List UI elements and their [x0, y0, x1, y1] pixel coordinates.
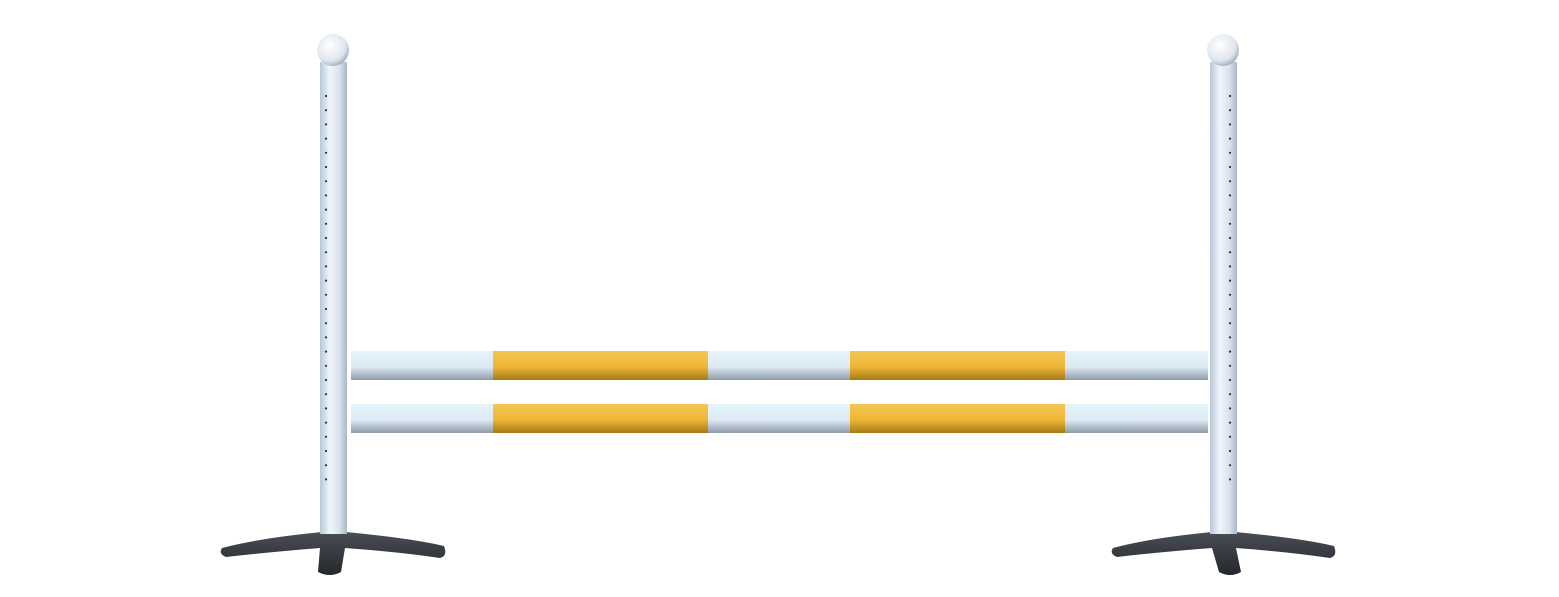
- post-hole: [1228, 435, 1232, 438]
- rail-segment-yellow: [493, 404, 708, 433]
- post-hole: [1228, 165, 1232, 169]
- post-hole: [324, 350, 328, 353]
- post-hole: [1228, 94, 1232, 98]
- post-hole: [324, 208, 328, 211]
- post-hole: [324, 137, 328, 140]
- post-hole: [1228, 478, 1232, 481]
- post-hole: [1228, 464, 1232, 467]
- post-hole: [324, 378, 328, 382]
- post-hole: [1228, 322, 1232, 325]
- post-hole: [324, 251, 328, 254]
- post-hole: [324, 464, 328, 467]
- left-post: [320, 62, 347, 534]
- post-hole: [1228, 109, 1232, 112]
- post-hole: [1228, 421, 1232, 424]
- post-hole: [324, 322, 328, 325]
- left-post-holes: [324, 94, 328, 481]
- post-hole: [1228, 293, 1232, 296]
- post-hole: [1228, 350, 1232, 353]
- post-hole: [1228, 251, 1232, 254]
- post-hole: [324, 94, 328, 98]
- post-hole: [1228, 222, 1232, 225]
- rail-segment-white: [1065, 404, 1208, 433]
- post-hole: [1228, 123, 1232, 126]
- post-hole: [1228, 151, 1232, 154]
- post-hole: [324, 293, 328, 296]
- post-hole: [1228, 208, 1232, 211]
- post-hole: [324, 307, 328, 311]
- post-hole: [324, 279, 328, 282]
- post-hole: [1228, 393, 1232, 396]
- rail-segment-white: [708, 404, 850, 433]
- post-hole: [1228, 336, 1232, 339]
- rail-segment-white: [351, 351, 493, 380]
- post-hole: [324, 151, 328, 154]
- post-hole: [1228, 307, 1232, 311]
- right-stand: [1111, 34, 1336, 575]
- post-hole: [1228, 449, 1232, 453]
- left-post-cap: [317, 34, 349, 66]
- post-hole: [324, 407, 328, 410]
- left-base: [220, 532, 446, 575]
- rails: [351, 351, 1208, 433]
- post-hole: [1228, 265, 1232, 268]
- right-post-cap: [1207, 34, 1239, 66]
- right-post-holes: [1228, 94, 1232, 481]
- post-hole: [324, 265, 328, 268]
- rail-segment-yellow: [850, 404, 1065, 433]
- post-hole: [324, 336, 328, 339]
- post-hole: [1228, 279, 1232, 282]
- post-hole: [1228, 194, 1232, 197]
- rail-segment-white: [351, 404, 493, 433]
- post-hole: [324, 194, 328, 197]
- post-hole: [1228, 180, 1232, 183]
- left-stand: [220, 34, 446, 575]
- post-hole: [324, 449, 328, 453]
- post-hole: [324, 109, 328, 112]
- post-hole: [324, 180, 328, 183]
- post-hole: [324, 165, 328, 169]
- rail-segment-yellow: [493, 351, 708, 380]
- rail-2: [351, 404, 1208, 433]
- post-hole: [1228, 378, 1232, 382]
- post-hole: [1228, 364, 1232, 367]
- post-hole: [324, 421, 328, 424]
- post-hole: [324, 364, 328, 367]
- rail-segment-white: [708, 351, 850, 380]
- post-hole: [324, 236, 328, 240]
- post-hole: [324, 393, 328, 396]
- right-base: [1111, 532, 1336, 575]
- post-hole: [324, 123, 328, 126]
- post-hole: [1228, 236, 1232, 240]
- post-hole: [1228, 137, 1232, 140]
- right-post: [1210, 62, 1237, 534]
- post-hole: [324, 478, 328, 481]
- rail-segment-yellow: [850, 351, 1065, 380]
- rail-segment-white: [1065, 351, 1208, 380]
- post-hole: [324, 435, 328, 438]
- rail-1: [351, 351, 1208, 380]
- post-hole: [1228, 407, 1232, 410]
- post-hole: [324, 222, 328, 225]
